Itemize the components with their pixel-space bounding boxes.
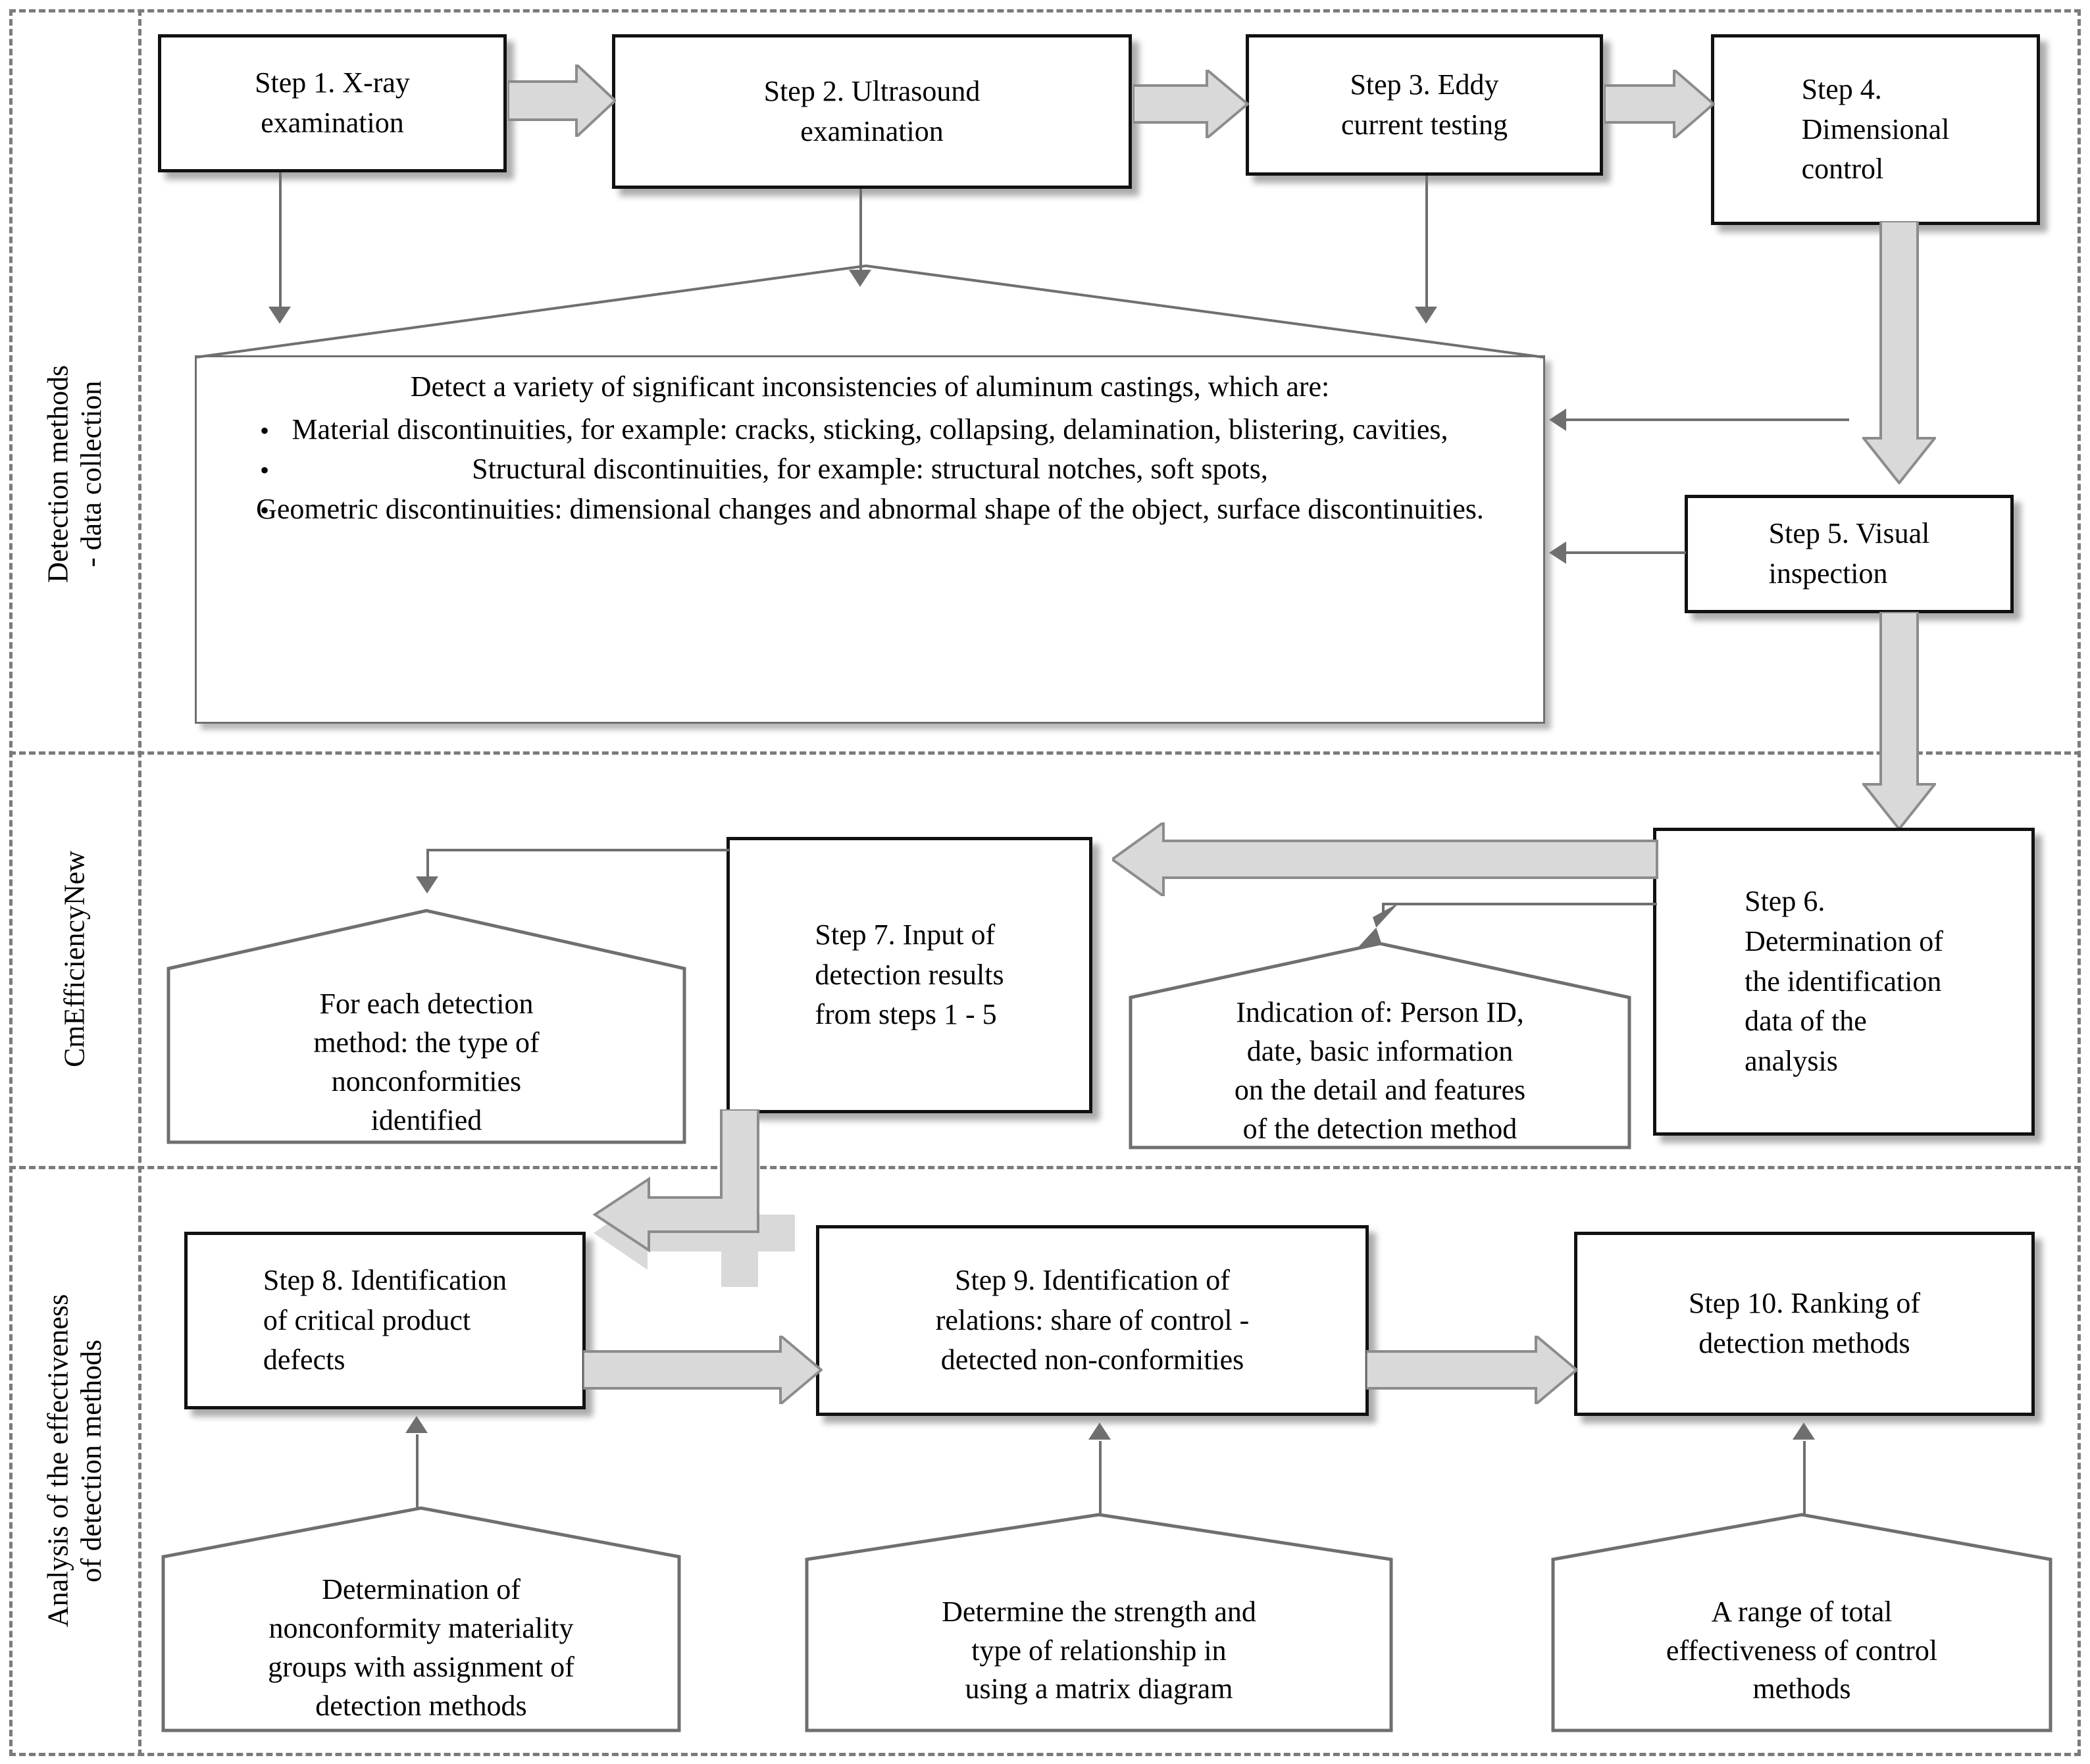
- note-matrix-label: Determine the strength and type of relat…: [942, 1595, 1256, 1705]
- node-detect-box: Detect a variety of significant inconsis…: [195, 355, 1545, 724]
- node-step-9[interactable]: Step 9. Identification of relations: sha…: [816, 1225, 1369, 1416]
- lane-label-cmefficiency: CmEfficiencyNew: [58, 850, 91, 1067]
- arrowhead-step1-down: [268, 307, 291, 324]
- block-arrow-step7-step8: [592, 1108, 796, 1287]
- arrowhead-note-materiality-up: [405, 1416, 428, 1433]
- detect-box-roof: [195, 264, 1544, 359]
- bullet-glyph-2: •: [260, 455, 270, 486]
- connector-step7-to-note-types: [426, 849, 729, 851]
- block-arrow-step1-step2: [507, 61, 617, 140]
- connector-step4-to-detect: [1566, 418, 1849, 421]
- lane-label-analysis: Analysis of the effectiveness of detecti…: [41, 1294, 107, 1628]
- node-step-10-label: Step 10. Ranking of detection methods: [1689, 1287, 1920, 1359]
- node-step-6[interactable]: Step 6. Determination of the identificat…: [1653, 828, 2035, 1136]
- connector-note-indication-drop: [1382, 903, 1385, 912]
- detect-box-header: Detect a variety of significant inconsis…: [410, 370, 1330, 403]
- block-arrow-step9-step10: [1365, 1332, 1579, 1407]
- node-step-1[interactable]: Step 1. X-ray examination: [158, 34, 507, 172]
- detect-bullet-material-text: Material discontinuities, for example: c…: [292, 413, 1448, 445]
- note-range-shape: A range of total effectiveness of contro…: [1550, 1512, 2053, 1733]
- block-arrow-step5-step6: [1860, 611, 1938, 832]
- connector-step6-to-note-indication: [1382, 903, 1657, 905]
- block-arrow-step6-step7: [1109, 820, 1658, 899]
- block-arrow-step8-step9: [582, 1332, 824, 1407]
- connector-note-range-up: [1803, 1441, 1806, 1541]
- detect-bullet-geometric-text: Geometric discontinuities: dimensional c…: [256, 492, 1484, 525]
- swimlane-label-divider: [138, 9, 141, 1756]
- connector-step1-down: [279, 172, 282, 311]
- swimlane-divider-1: [9, 751, 2081, 755]
- swimlane-divider-2: [9, 1166, 2081, 1169]
- arrowhead-step3-down: [1415, 307, 1437, 324]
- node-step-2[interactable]: Step 2. Ultrasound examination: [612, 34, 1132, 189]
- arrowhead-note-types: [416, 876, 438, 894]
- node-step-7-label: Step 7. Input of detection results from …: [815, 918, 1004, 1031]
- arrowhead-step5-to-detect: [1549, 542, 1566, 564]
- note-materiality-label: Determination of nonconformity materiali…: [268, 1573, 574, 1722]
- arrowhead-step2-down: [849, 270, 871, 287]
- node-step-8-label: Step 8. Identification of critical produ…: [263, 1263, 507, 1376]
- connector-note-matrix-up: [1099, 1441, 1102, 1541]
- bullet-glyph-3: •: [260, 495, 270, 525]
- note-indication-label: Indication of: Person ID, date, basic in…: [1234, 996, 1526, 1145]
- block-arrow-step3-step4: [1603, 66, 1716, 141]
- note-matrix-shape: Determine the strength and type of relat…: [804, 1512, 1394, 1733]
- note-types-shape: For each detection method: the type of n…: [166, 908, 687, 1145]
- node-step-9-label: Step 9. Identification of relations: sha…: [935, 1263, 1250, 1376]
- node-step-8[interactable]: Step 8. Identification of critical produ…: [184, 1232, 586, 1409]
- node-step-4[interactable]: Step 4. Dimensional control: [1711, 34, 2040, 225]
- node-step-2-label: Step 2. Ultrasound examination: [763, 74, 981, 147]
- arrowhead-step4-to-detect: [1549, 409, 1566, 431]
- node-step-4-label: Step 4. Dimensional control: [1801, 72, 1950, 186]
- block-arrow-step2-step3: [1132, 66, 1250, 141]
- arrowhead-note-matrix-up: [1088, 1423, 1111, 1440]
- block-arrow-step4-step5: [1860, 220, 1938, 486]
- detect-bullet-geometric: • Geometric discontinuities: dimensional…: [214, 490, 1526, 529]
- node-step-6-label: Step 6. Determination of the identificat…: [1745, 885, 1943, 1078]
- detect-bullet-structural-text: Structural discontinuities, for example:…: [472, 453, 1268, 486]
- detect-box-bullet-list: • Material discontinuities, for example:…: [214, 411, 1526, 529]
- detect-bullet-material: • Material discontinuities, for example:…: [214, 411, 1526, 449]
- note-range-label: A range of total effectiveness of contro…: [1666, 1595, 1938, 1705]
- detect-bullet-structural: • Structural discontinuities, for exampl…: [214, 450, 1526, 489]
- node-step-5-label: Step 5. Visual inspection: [1768, 517, 1930, 590]
- arrowhead-note-range-up: [1793, 1423, 1815, 1440]
- node-step-3-label: Step 3. Eddy current testing: [1341, 68, 1508, 141]
- bullet-glyph-1: •: [260, 415, 270, 445]
- note-materiality-shape: Determination of nonconformity materiali…: [161, 1505, 682, 1733]
- node-step-5[interactable]: Step 5. Visual inspection: [1685, 495, 2014, 613]
- note-indication-shape: Indication of: Person ID, date, basic in…: [1128, 941, 1632, 1150]
- node-step-7[interactable]: Step 7. Input of detection results from …: [726, 837, 1092, 1113]
- connector-step5-to-detect: [1566, 551, 1686, 554]
- note-types-label: For each detection method: the type of n…: [313, 988, 540, 1136]
- node-step-3[interactable]: Step 3. Eddy current testing: [1246, 34, 1603, 176]
- connector-step2-down: [859, 189, 862, 274]
- connector-note-types-drop: [426, 849, 429, 880]
- swimlane-outer-frame: [9, 9, 2081, 1756]
- arrowhead-note-indication: [1354, 903, 1399, 951]
- connector-step3-down: [1425, 176, 1428, 311]
- connector-note-materiality-up: [416, 1434, 419, 1540]
- node-step-10[interactable]: Step 10. Ranking of detection methods: [1574, 1232, 2035, 1416]
- lane-label-detection: Detection methods - data collection: [41, 365, 107, 583]
- node-step-1-label: Step 1. X-ray examination: [255, 66, 410, 139]
